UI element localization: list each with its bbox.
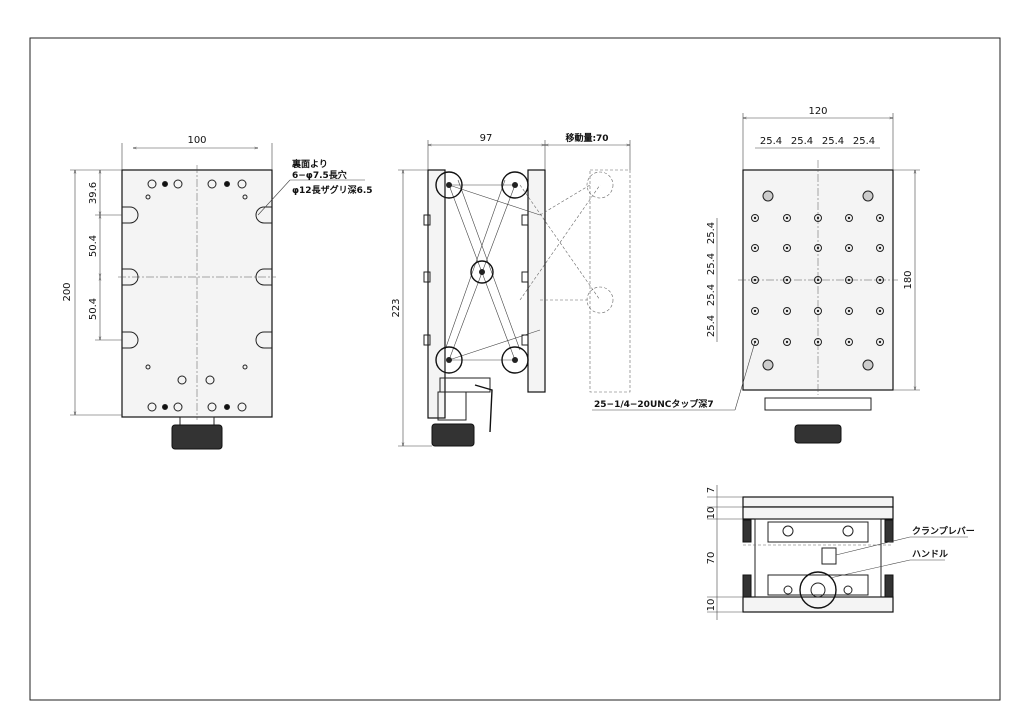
- front-pitch-mid2: 50.4: [88, 298, 99, 320]
- tap-hole-center: [878, 309, 882, 313]
- slot-hole-icon: [122, 331, 139, 349]
- pitch-x-2: 25.4: [791, 136, 813, 147]
- tap-hole-center: [847, 278, 851, 282]
- tap-hole-center: [816, 216, 820, 220]
- pitch-x-4: 25.4: [853, 136, 875, 147]
- bottom-dim-1: 7: [706, 487, 717, 493]
- tap-hole-icon: [783, 338, 791, 346]
- tap-hole-center: [816, 246, 820, 250]
- tap-hole-center: [847, 246, 851, 250]
- tap-hole-icon: [751, 214, 759, 222]
- front-pitch-mid1: 50.4: [88, 235, 99, 257]
- bottom-view: 7 10 70 10 クランプレバー ハンドル: [706, 485, 975, 620]
- tap-hole-icon: [783, 307, 791, 315]
- tap-hole-icon: [814, 214, 822, 222]
- tap-hole-center: [878, 278, 882, 282]
- tap-hole-center: [785, 340, 789, 344]
- tap-hole-icon: [751, 244, 759, 252]
- tap-hole-center: [816, 340, 820, 344]
- tap-hole-center: [847, 216, 851, 220]
- bottom-dim-3: 70: [706, 552, 717, 565]
- tap-hole-icon: [783, 214, 791, 222]
- side-width-dim: 97: [480, 133, 493, 144]
- bottom-dim-2: 10: [706, 507, 717, 520]
- tap-hole-icon: [814, 244, 822, 252]
- tap-hole-icon: [783, 244, 791, 252]
- tap-hole-icon: [845, 214, 853, 222]
- tap-hole-center: [878, 340, 882, 344]
- front-pitch-top: 39.6: [88, 182, 99, 204]
- tap-hole-icon: [845, 307, 853, 315]
- top-width-dim: 120: [808, 106, 827, 117]
- tap-hole-icon: [876, 338, 884, 346]
- side-view: 97 移動量:70 223: [391, 132, 631, 447]
- slot-hole-icon: [255, 331, 272, 349]
- handle-label: ハンドル: [912, 549, 948, 560]
- tap-hole-center: [753, 309, 757, 313]
- tap-hole-center: [878, 246, 882, 250]
- tap-hole-center: [753, 216, 757, 220]
- tap-hole-icon: [845, 244, 853, 252]
- tap-hole-icon: [751, 276, 759, 284]
- tap-hole-center: [785, 278, 789, 282]
- pitch-y-2: 25.4: [706, 253, 717, 275]
- tap-hole-center: [816, 309, 820, 313]
- note-line-3: φ12長ザグリ深6.5: [292, 184, 373, 196]
- handle-knob-icon: [171, 424, 223, 450]
- drawing-frame: [29, 37, 1001, 701]
- clamp-lever-label: クランプレバー: [912, 525, 975, 537]
- tap-hole-icon: [751, 338, 759, 346]
- tap-hole-icon: [783, 276, 791, 284]
- front-view: 100 200 39.6 50.4 50.4 裏面より 6−φ7.5長穴 φ12…: [62, 135, 373, 450]
- top-height-dim: 180: [903, 270, 914, 289]
- side-height-dim: 223: [391, 298, 402, 317]
- tap-hole-icon: [845, 276, 853, 284]
- tap-hole-center: [753, 246, 757, 250]
- tap-hole-icon: [814, 276, 822, 284]
- slot-hole-icon: [255, 206, 272, 224]
- tap-hole-center: [785, 216, 789, 220]
- note-line-1: 裏面より: [291, 158, 328, 170]
- pitch-x-3: 25.4: [822, 136, 844, 147]
- tap-hole-icon: [814, 338, 822, 346]
- tap-hole-center: [785, 246, 789, 250]
- slot-hole-icon: [255, 268, 272, 286]
- bottom-dim-4: 10: [706, 599, 717, 612]
- tap-hole-icon: [751, 307, 759, 315]
- tap-hole-center: [753, 278, 757, 282]
- tap-hole-icon: [845, 338, 853, 346]
- slot-hole-icon: [122, 268, 139, 286]
- pitch-y-3: 25.4: [706, 284, 717, 306]
- tap-hole-icon: [876, 276, 884, 284]
- travel-dim: 移動量:70: [565, 132, 608, 144]
- tap-hole-center: [816, 278, 820, 282]
- front-width-dim: 100: [187, 135, 206, 146]
- pitch-x-1: 25.4: [760, 136, 782, 147]
- tap-hole-icon: [876, 244, 884, 252]
- tap-hole-center: [847, 340, 851, 344]
- tap-note: 25−1/4−20UNCタップ深7: [594, 398, 714, 410]
- tap-hole-icon: [814, 307, 822, 315]
- pitch-y-1: 25.4: [706, 222, 717, 244]
- tap-hole-center: [785, 309, 789, 313]
- tap-hole-icon: [876, 214, 884, 222]
- note-line-2: 6−φ7.5長穴: [292, 169, 347, 181]
- tap-hole-icon: [876, 307, 884, 315]
- front-height-dim: 200: [62, 282, 73, 301]
- tap-hole-center: [878, 216, 882, 220]
- tap-hole-center: [847, 309, 851, 313]
- slot-hole-icon: [122, 206, 139, 224]
- top-view: 120 25.4 25.4 25.4 25.4 180 25.4 25.4 25…: [592, 106, 920, 444]
- pitch-y-4: 25.4: [706, 315, 717, 337]
